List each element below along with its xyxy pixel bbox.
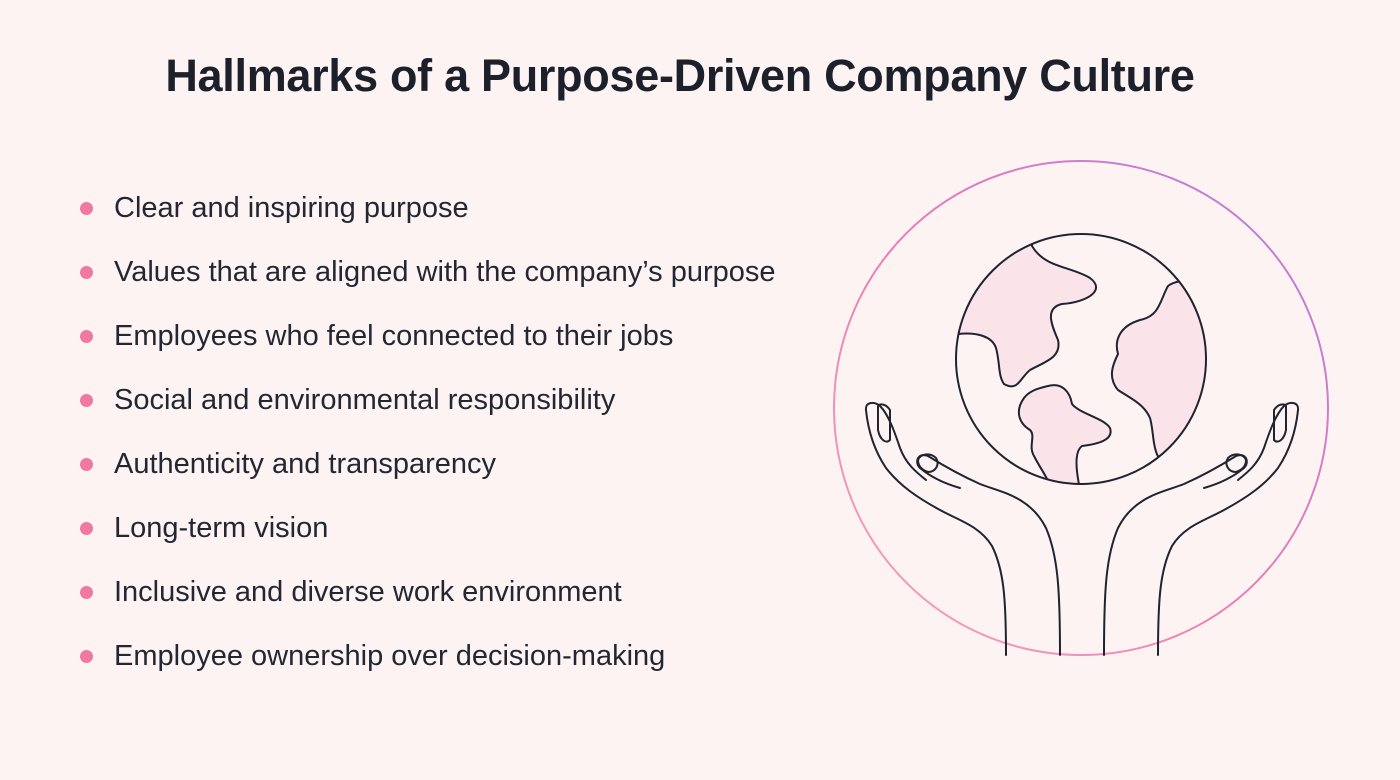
list-item: Inclusive and diverse work environment (78, 560, 776, 624)
page-title: Hallmarks of a Purpose-Driven Company Cu… (165, 50, 1195, 101)
bullet-dot-icon (80, 458, 93, 471)
list-item-label: Employees who feel connected to their jo… (114, 319, 674, 352)
list-item: Social and environmental responsibility (78, 368, 776, 432)
list-item: Values that are aligned with the company… (78, 240, 776, 304)
list-item-label: Authenticity and transparency (114, 447, 497, 480)
list-item: Long-term vision (78, 496, 776, 560)
hands-holding-globe-icon (833, 160, 1329, 656)
list-item: Employees who feel connected to their jo… (78, 304, 776, 368)
list-item: Clear and inspiring purpose (78, 176, 776, 240)
list-item-label: Long-term vision (114, 511, 329, 544)
decorative-ring (833, 160, 1329, 656)
bullet-dot-icon (80, 330, 93, 343)
list-item-label: Employee ownership over decision-making (114, 639, 666, 672)
bullet-dot-icon (80, 586, 93, 599)
bullet-dot-icon (80, 650, 93, 663)
list-item: Employee ownership over decision-making (78, 624, 776, 688)
bullet-dot-icon (80, 202, 93, 215)
hands-icon (864, 401, 1300, 656)
globe-icon (955, 233, 1207, 485)
bullet-dot-icon (80, 266, 93, 279)
bullet-dot-icon (80, 522, 93, 535)
list-item-label: Values that are aligned with the company… (114, 255, 776, 288)
list-item: Authenticity and transparency (78, 432, 776, 496)
list-item-label: Social and environmental responsibility (114, 383, 616, 416)
list-item-label: Inclusive and diverse work environment (114, 575, 622, 608)
list-item-label: Clear and inspiring purpose (114, 191, 469, 224)
bullet-dot-icon (80, 394, 93, 407)
